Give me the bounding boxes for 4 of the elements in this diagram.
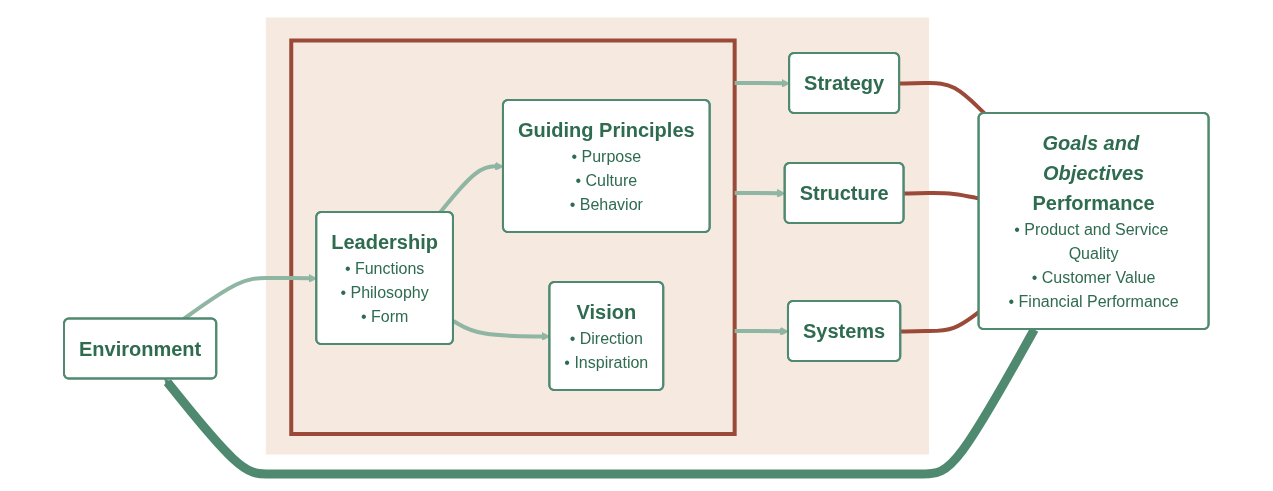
cluster [289,38,737,436]
cluster [265,17,930,454]
connector [899,80,987,115]
arrow [164,326,1039,478]
